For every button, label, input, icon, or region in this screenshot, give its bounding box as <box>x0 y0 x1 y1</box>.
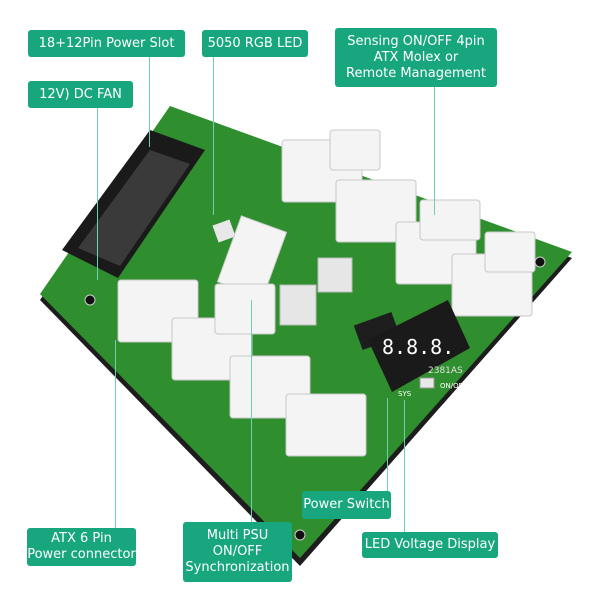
label-atx-line1: ATX 6 Pin <box>51 531 112 546</box>
label-power-slot: 18+12Pin Power Slot <box>28 30 185 57</box>
led-voltage-display <box>368 300 470 392</box>
callout-line-power-switch <box>387 398 388 491</box>
callout-line-sensing <box>434 87 435 215</box>
callout-line-led-display <box>404 400 405 532</box>
sync-header <box>279 284 317 326</box>
mounting-hole <box>84 294 96 306</box>
label-multi-psu-line1: Multi PSU <box>206 528 269 543</box>
power-switch[interactable] <box>419 377 435 389</box>
label-atx-line2: Power connector <box>27 547 136 562</box>
mounting-hole <box>534 256 546 268</box>
label-rgb-led: 5050 RGB LED <box>202 30 308 57</box>
label-multi-psu: Multi PSU ON/OFF Synchronization <box>183 522 292 582</box>
label-multi-psu-line3: Synchronization <box>185 560 290 575</box>
label-sensing-line1: Sensing ON/OFF 4pin <box>347 33 485 49</box>
label-led-display: LED Voltage Display <box>362 532 498 558</box>
sense-header <box>317 257 353 293</box>
callout-line-power-slot <box>149 57 150 147</box>
mounting-hole <box>294 529 306 541</box>
label-sensing: Sensing ON/OFF 4pin ATX Molex or Remote … <box>335 28 497 87</box>
display-model: 2381AS <box>428 366 463 376</box>
switch-label-sys: SYS <box>398 390 412 398</box>
power-slot-pins <box>78 150 190 266</box>
atx-6pin-connectors <box>117 129 536 457</box>
label-sensing-line2: ATX Molex or <box>373 49 459 65</box>
display-digits: 8.8.8. <box>382 335 454 359</box>
rgb-led <box>212 219 236 243</box>
label-sensing-line3: Remote Management <box>346 65 486 81</box>
callout-line-atx <box>115 340 116 528</box>
label-atx-6pin: ATX 6 Pin Power connector <box>27 528 136 566</box>
callout-line-rgb-led <box>213 57 214 215</box>
label-dc-fan: 12V) DC FAN <box>28 81 133 108</box>
label-multi-psu-line2: ON/OFF <box>212 544 263 559</box>
callout-line-multi-psu <box>251 300 252 522</box>
switch-label-onoff: ON/OFF <box>440 382 467 390</box>
callout-line-dc-fan <box>97 108 98 280</box>
label-power-switch: Power Switch <box>302 491 391 519</box>
